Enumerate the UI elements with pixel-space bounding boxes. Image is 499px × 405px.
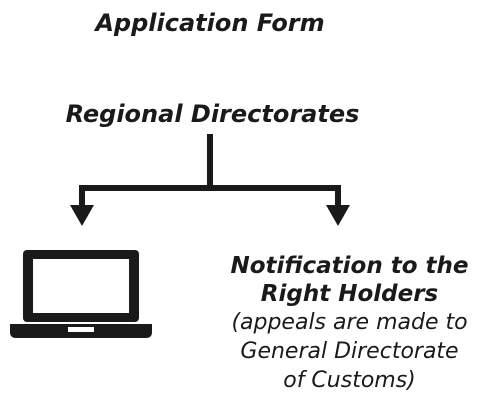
left-drop-line — [79, 185, 85, 207]
notification-box: Notification to the Right Holders (appea… — [200, 252, 499, 395]
notification-title-line: Notification to the — [230, 253, 469, 279]
left-arrowhead-icon — [70, 205, 94, 226]
appeal-note-line: General Directorate — [240, 339, 459, 364]
appeal-note-line: of Customs) — [283, 368, 416, 393]
regional-directorates-heading: Regional Directorates — [65, 100, 360, 128]
notification-title-line: Right Holders — [260, 281, 439, 307]
appeal-note-line: (appeals are made to — [231, 310, 468, 335]
right-drop-line — [335, 185, 341, 207]
page-title: Application Form — [95, 9, 325, 37]
stem-line — [207, 134, 213, 190]
right-arrowhead-icon — [326, 205, 350, 226]
laptop-icon — [10, 250, 152, 338]
branch-bar — [79, 185, 341, 191]
